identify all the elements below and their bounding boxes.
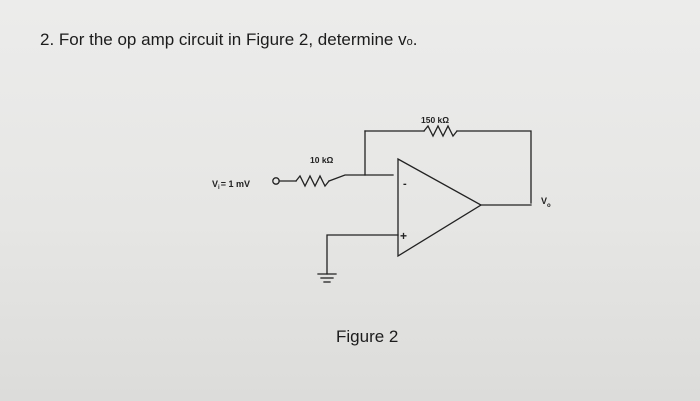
question-period: . bbox=[412, 30, 418, 49]
question-vo-subscript: o bbox=[406, 36, 413, 48]
feedback-resistor bbox=[423, 124, 458, 138]
question-text: 2. For the op amp circuit in Figure 2, d… bbox=[40, 30, 417, 50]
input-terminal bbox=[272, 177, 280, 185]
input-to-inverting-wire bbox=[328, 174, 394, 182]
svg-text:Vi= 1 mV: Vi= 1 mV bbox=[212, 179, 250, 191]
feedback-right-wire bbox=[456, 130, 532, 204]
input-voltage-subscript: i bbox=[218, 185, 220, 191]
noninverting-wire bbox=[326, 234, 399, 275]
noninverting-input-sign: + bbox=[400, 229, 407, 243]
input-resistor bbox=[295, 174, 330, 188]
svg-text:Vo: Vo bbox=[541, 196, 551, 209]
question-vo: v bbox=[398, 30, 407, 49]
figure-caption: Figure 2 bbox=[336, 327, 399, 346]
inverting-input-sign: - bbox=[403, 178, 407, 190]
output-voltage-symbol: V bbox=[541, 196, 547, 206]
input-voltage-value: = 1 mV bbox=[221, 179, 250, 189]
output-voltage-subscript: o bbox=[547, 203, 551, 209]
input-voltage-symbol: V bbox=[212, 179, 218, 189]
question-body: 2. For the op amp circuit in Figure 2, d… bbox=[40, 30, 399, 49]
feedback-resistor-label: 150 kΩ bbox=[421, 115, 449, 125]
input-resistor-label: 10 kΩ bbox=[310, 155, 334, 165]
op-amp-triangle bbox=[397, 157, 483, 258]
